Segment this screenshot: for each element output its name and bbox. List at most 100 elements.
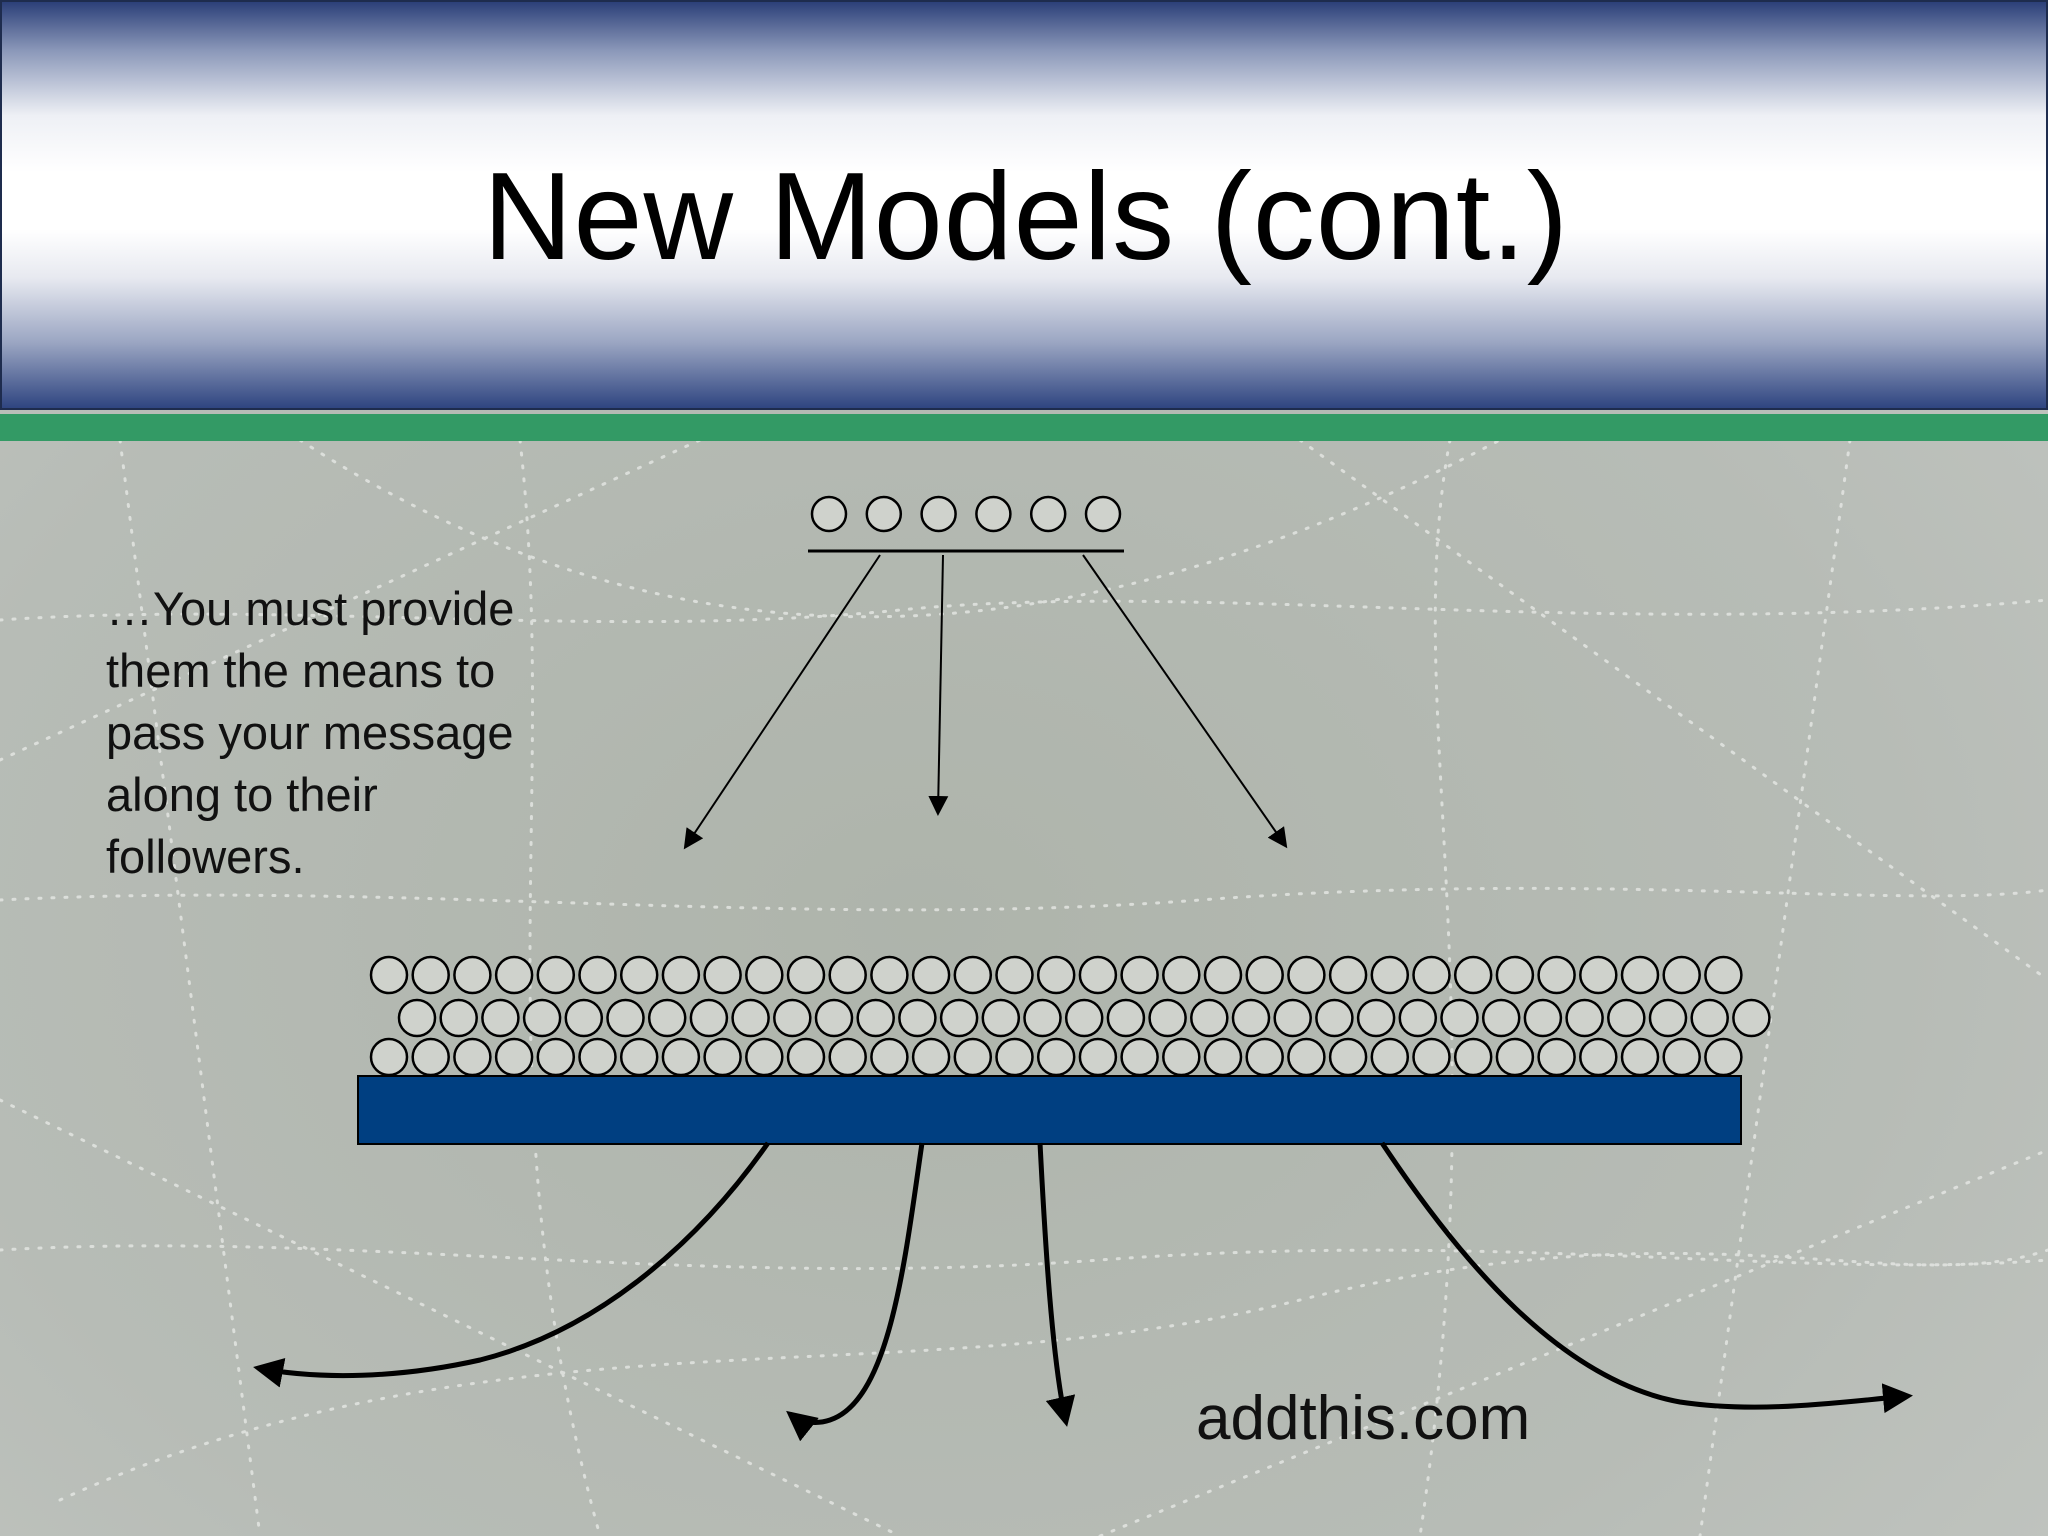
web-strand bbox=[1098, 1148, 2048, 1536]
follower-circle bbox=[494, 1037, 534, 1077]
follower-circle bbox=[1537, 1037, 1576, 1077]
influencer-circle bbox=[865, 495, 903, 533]
follower-circle bbox=[1120, 1037, 1159, 1077]
influencer-circle bbox=[1029, 495, 1067, 533]
outflow-arrow-2 bbox=[786, 1142, 925, 1442]
follower-circle bbox=[1412, 1037, 1451, 1077]
web-strand bbox=[58, 1248, 2048, 1502]
body-line: them the means to bbox=[106, 644, 496, 697]
follower-circle bbox=[411, 955, 450, 995]
follower-circle bbox=[439, 998, 478, 1038]
follower-circle bbox=[898, 998, 937, 1038]
follower-circle bbox=[1245, 1037, 1284, 1077]
follower-circle bbox=[1370, 955, 1410, 995]
follower-circle bbox=[1481, 998, 1521, 1038]
follower-circle bbox=[1537, 955, 1576, 995]
follower-circle bbox=[1315, 998, 1354, 1038]
follower-circle bbox=[1495, 955, 1535, 995]
follower-circle bbox=[814, 998, 854, 1038]
outflow-arrow-1 bbox=[253, 1141, 771, 1388]
follower-circle bbox=[939, 998, 979, 1038]
follower-circle bbox=[1245, 955, 1284, 995]
follower-circle bbox=[1704, 955, 1743, 995]
follower-circle bbox=[745, 955, 784, 995]
follower-circle bbox=[1370, 1037, 1410, 1077]
follower-circle bbox=[1036, 1037, 1076, 1077]
sharing-platform-bar bbox=[357, 1075, 1742, 1145]
follower-circle bbox=[981, 998, 1021, 1038]
header-accent-stripe bbox=[0, 414, 2048, 441]
web-strand bbox=[0, 1098, 902, 1536]
web-strand bbox=[0, 1244, 2048, 1271]
follower-circle bbox=[411, 1037, 450, 1077]
influencer-circle bbox=[920, 495, 957, 533]
follower-circle bbox=[1579, 1037, 1618, 1077]
follower-circle bbox=[1356, 998, 1396, 1038]
follower-circle bbox=[1453, 1037, 1493, 1077]
follower-circle bbox=[661, 955, 701, 995]
follower-circle bbox=[369, 955, 409, 995]
follower-circle bbox=[1523, 998, 1563, 1038]
web-strand bbox=[1698, 438, 1852, 1536]
follower-circle bbox=[1662, 955, 1701, 995]
follower-circle bbox=[1607, 998, 1646, 1038]
follower-circle bbox=[1078, 955, 1118, 995]
follower-circle bbox=[1440, 998, 1479, 1038]
follower-circle bbox=[856, 998, 895, 1038]
follower-circle bbox=[731, 998, 770, 1038]
followers-crowd bbox=[369, 955, 1771, 1077]
follower-circle bbox=[689, 998, 729, 1038]
outflow-arrow-3 bbox=[1037, 1142, 1076, 1427]
follower-circle bbox=[1690, 998, 1729, 1038]
follower-circle bbox=[1162, 1037, 1201, 1077]
source-caption: addthis.com bbox=[1196, 1384, 1531, 1453]
down-arrow-left bbox=[683, 554, 881, 850]
follower-circle bbox=[1495, 1037, 1535, 1077]
follower-circle bbox=[481, 998, 520, 1038]
follower-circle bbox=[1453, 955, 1493, 995]
follower-circle bbox=[578, 1037, 617, 1077]
title-header-band: New Models (cont.) bbox=[0, 0, 2048, 410]
follower-circle bbox=[703, 955, 742, 995]
body-line: …You must provide bbox=[106, 582, 515, 635]
outflow-arrow-4 bbox=[1379, 1141, 1913, 1414]
follower-circle bbox=[1620, 1037, 1660, 1077]
follower-circle bbox=[536, 1037, 576, 1077]
follower-circle bbox=[522, 998, 562, 1038]
down-arrow-center bbox=[928, 554, 949, 816]
follower-circle bbox=[995, 955, 1034, 995]
follower-circle bbox=[1328, 1037, 1368, 1077]
follower-circle bbox=[578, 955, 617, 995]
follower-circle bbox=[828, 955, 867, 995]
follower-circle bbox=[564, 998, 604, 1038]
follower-circle bbox=[619, 955, 659, 995]
follower-circle bbox=[953, 955, 993, 995]
follower-circle bbox=[1287, 955, 1326, 995]
web-strand bbox=[1418, 438, 1454, 1536]
down-arrow-right bbox=[1082, 554, 1288, 849]
follower-circle bbox=[647, 998, 687, 1038]
follower-circle bbox=[1704, 1037, 1743, 1077]
follower-circle bbox=[1620, 955, 1660, 995]
influencer-circle bbox=[810, 495, 848, 533]
follower-circle bbox=[870, 1037, 909, 1077]
follower-circle bbox=[995, 1037, 1034, 1077]
follower-circle bbox=[786, 955, 826, 995]
influencer-group bbox=[810, 495, 1122, 533]
body-text: …You must provide them the means to pass… bbox=[106, 578, 576, 888]
slide-title: New Models (cont.) bbox=[482, 148, 1570, 286]
follower-circle bbox=[536, 955, 576, 995]
follower-circle bbox=[1203, 955, 1243, 995]
follower-circle bbox=[953, 1037, 993, 1077]
follower-circle bbox=[453, 955, 492, 995]
web-strand bbox=[118, 438, 262, 1536]
follower-circle bbox=[1203, 1037, 1243, 1077]
follower-circle bbox=[786, 1037, 826, 1077]
web-strand bbox=[1298, 438, 2048, 982]
follower-circle bbox=[828, 1037, 867, 1077]
follower-circle bbox=[1036, 955, 1076, 995]
follower-circle bbox=[911, 1037, 951, 1077]
follower-circle bbox=[494, 955, 534, 995]
follower-circle bbox=[1023, 998, 1062, 1038]
